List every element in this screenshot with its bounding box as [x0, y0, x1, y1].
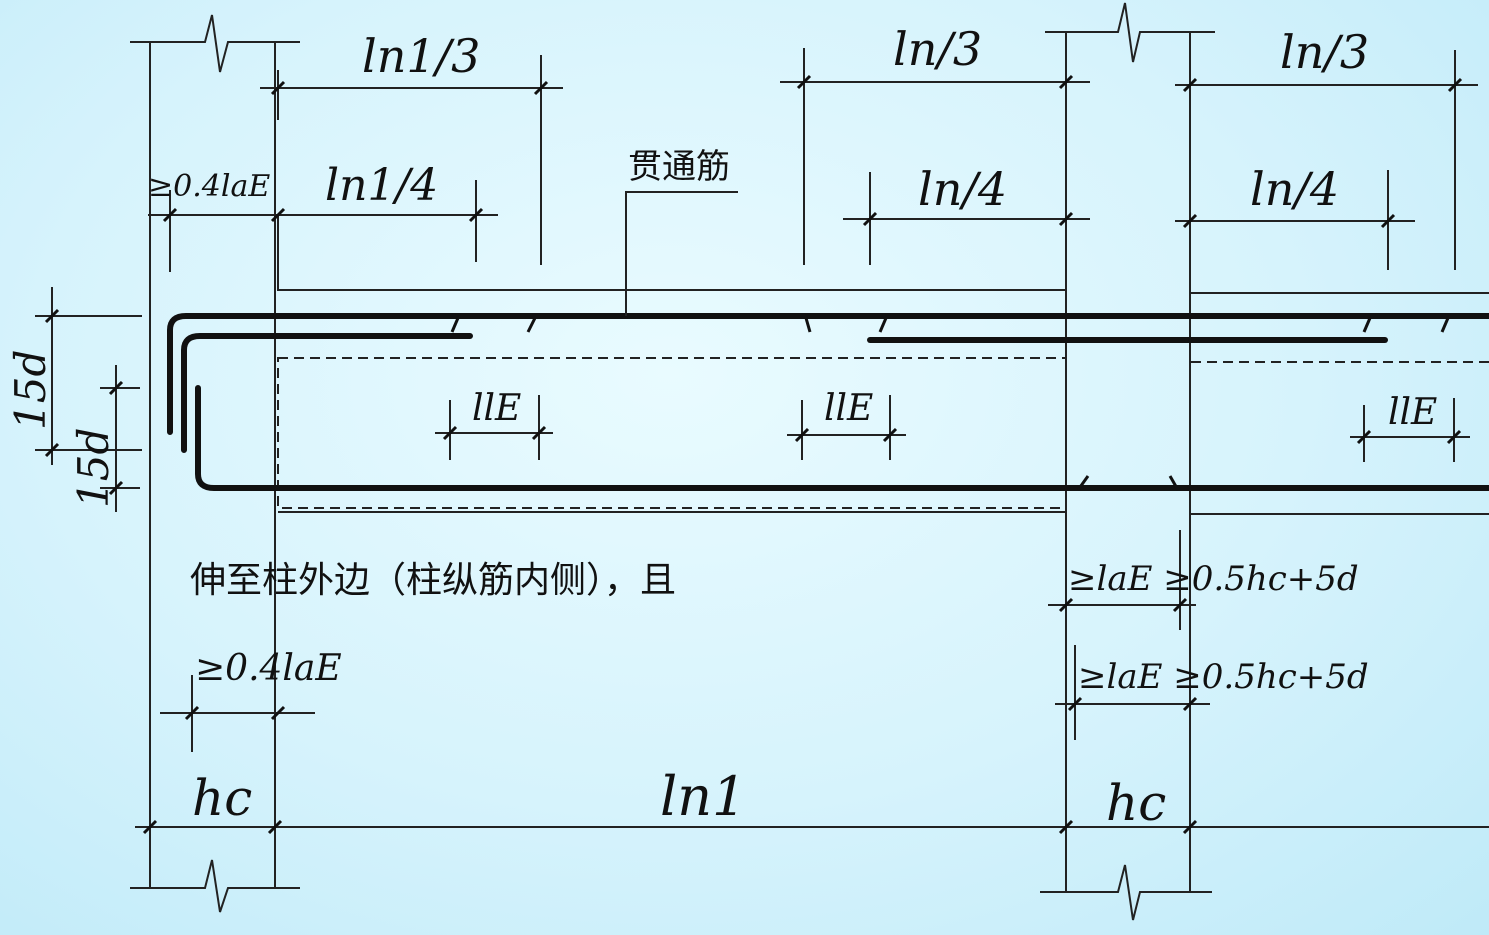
label-anchor-mid-bottom: ≥laE ≥0.5hc+5d — [1078, 657, 1369, 697]
label-ln-quarter-right: ln/4 — [1250, 162, 1339, 216]
label-anchor-top-left: ≥0.4laE — [148, 169, 270, 204]
dimension-ln-quarter-mid — [843, 172, 1090, 265]
left-column — [130, 14, 300, 913]
lap-dimension-3 — [1350, 398, 1470, 462]
dimension-ln1-quarter — [148, 180, 498, 272]
label-ln-third-right: ln/3 — [1280, 25, 1369, 79]
label-hook-15d-inner: 15d — [69, 428, 118, 508]
label-anchor-mid-top: ≥laE ≥0.5hc+5d — [1068, 559, 1359, 599]
label-hook-15d-outer: 15d — [6, 350, 55, 430]
dimension-span — [135, 819, 1489, 835]
through-bar-leader — [625, 191, 738, 316]
hook-dimension — [35, 287, 142, 512]
dimension-ln-third-right — [1175, 50, 1478, 270]
top-support-bar-left — [181, 333, 473, 453]
lap-dimension-1 — [435, 395, 553, 460]
label-ln-third-mid: ln/3 — [893, 22, 982, 76]
bar-cut-ticks — [450, 317, 1450, 491]
label-lap-2: llE — [824, 388, 873, 429]
dimension-anchor-mid-bottom — [1055, 645, 1210, 740]
dimension-anchor-mid-top — [1048, 530, 1196, 630]
dimension-ln-quarter-right — [1175, 170, 1415, 270]
label-ln-quarter-mid: ln/4 — [918, 162, 1007, 216]
lap-dimension-2 — [787, 395, 906, 460]
label-ln1-third: ln1/3 — [362, 29, 480, 83]
label-hc-mid: hc — [1106, 774, 1166, 832]
label-span-ln1: ln1 — [660, 765, 746, 828]
beam-outline — [277, 215, 1489, 515]
label-hc-left: hc — [192, 769, 252, 827]
dimension-anchor-bottom-left — [160, 675, 315, 752]
label-lap-1: llE — [472, 388, 521, 429]
label-lap-3: llE — [1388, 392, 1437, 433]
label-note: 伸至柱外边（柱纵筋内侧），且 — [190, 560, 676, 601]
top-through-bar — [167, 313, 1489, 435]
label-through-bar: 贯通筋 — [628, 147, 730, 187]
label-anchor-bottom-left: ≥0.4laE — [195, 648, 342, 689]
label-ln1-quarter: ln1/4 — [325, 160, 438, 211]
bottom-bar — [195, 385, 1489, 491]
dimension-ln-third-mid — [780, 48, 1090, 265]
middle-column — [1040, 2, 1215, 921]
dimension-ln1-third — [260, 55, 563, 265]
